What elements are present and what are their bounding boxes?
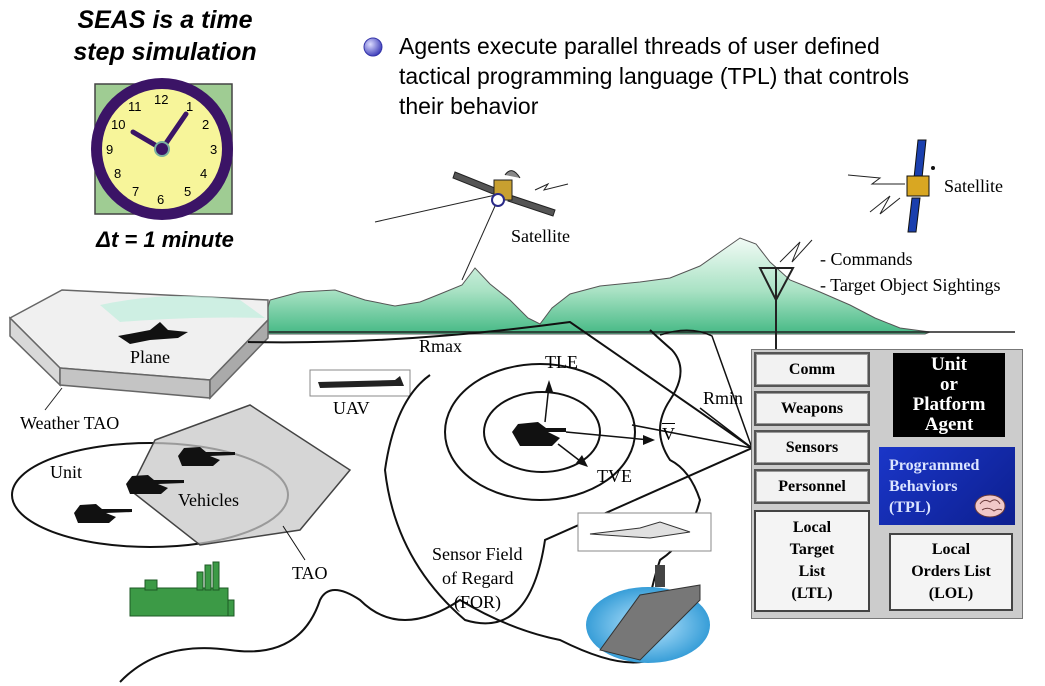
v-label: V bbox=[662, 424, 675, 444]
tank-icon-center bbox=[512, 422, 566, 446]
bullet-icon bbox=[363, 37, 383, 57]
commands-label: - Commands bbox=[820, 249, 913, 269]
carrier-icon bbox=[599, 584, 701, 661]
tank-icon-1 bbox=[178, 447, 235, 466]
sensor-for-line-3: (FOR) bbox=[454, 592, 502, 612]
satellite-center-label: Satellite bbox=[511, 226, 570, 246]
satellite-right-label: Satellite bbox=[944, 176, 1003, 196]
tank-icon-3 bbox=[74, 504, 132, 523]
bullet-line-2: tactical programming language (TPL) that… bbox=[399, 63, 910, 89]
rmax-label: Rmax bbox=[419, 336, 462, 356]
tle-label: TLE bbox=[545, 352, 578, 372]
plane-icon bbox=[118, 322, 188, 344]
uav-label: UAV bbox=[333, 398, 370, 418]
sensors-component: Sensors bbox=[754, 430, 870, 465]
bullet-line-1: Agents execute parallel threads of user … bbox=[399, 33, 880, 59]
vehicles-label: Vehicles bbox=[178, 490, 239, 510]
tank-icon-2 bbox=[126, 475, 184, 494]
unit-platform-agent-box: Unit or Platform Agent bbox=[893, 353, 1005, 437]
tao-label: TAO bbox=[292, 563, 328, 583]
sightings-label: - Target Object Sightings bbox=[820, 275, 1001, 295]
local-target-list-box: Local Target List (LTL) bbox=[754, 510, 870, 612]
sensor-field-of-regard bbox=[247, 320, 755, 625]
satellite-center-icon bbox=[374, 170, 569, 281]
programmed-behaviors-box: Programmed Behaviors (TPL) bbox=[879, 447, 1015, 525]
unit-label: Unit bbox=[50, 462, 83, 482]
mountain-range bbox=[261, 237, 932, 335]
tao-polygon bbox=[129, 404, 352, 546]
bullet-line-3: their behavior bbox=[399, 93, 539, 119]
personnel-component: Personnel bbox=[754, 469, 870, 504]
sensor-for-line-1: Sensor Field bbox=[432, 544, 523, 564]
clock-icon bbox=[91, 78, 233, 220]
delta-t-label: Δt = 1 minute bbox=[96, 227, 234, 252]
rmin-label: Rmin bbox=[703, 388, 744, 408]
sensor-for-line-2: of Regard bbox=[442, 568, 514, 588]
tve-label: TVE bbox=[597, 466, 632, 486]
factory-icon bbox=[129, 561, 235, 617]
terrain-line bbox=[119, 329, 702, 683]
brain-icon bbox=[974, 494, 1006, 518]
title-line-1: SEAS is a time bbox=[77, 6, 253, 34]
title-line-2: step simulation bbox=[73, 38, 257, 66]
weapons-component: Weapons bbox=[754, 391, 870, 426]
comm-component: Comm bbox=[754, 352, 870, 387]
antenna-icon bbox=[758, 267, 795, 349]
plane-label: Plane bbox=[130, 347, 170, 367]
local-orders-list-box: Local Orders List (LOL) bbox=[889, 533, 1013, 611]
satellite-right-icon bbox=[779, 139, 935, 263]
weather-tao-label: Weather TAO bbox=[20, 413, 120, 433]
